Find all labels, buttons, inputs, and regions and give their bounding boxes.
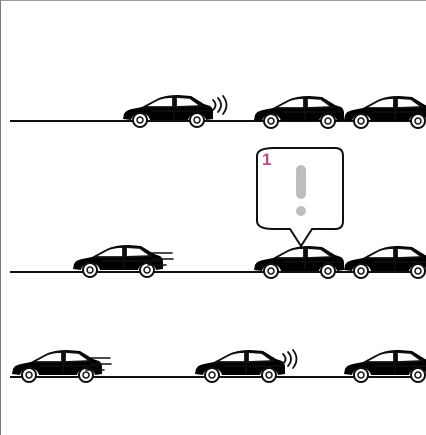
sound-waves-icon-bottom	[283, 350, 297, 368]
front-vehicle-top	[344, 96, 426, 128]
front-vehicle-middle	[344, 246, 426, 278]
panel-bottom	[10, 350, 426, 382]
callout-number: 1	[262, 150, 278, 170]
own-vehicle-top	[123, 95, 213, 127]
panel-top	[10, 95, 426, 128]
preceding-vehicle-middle	[254, 246, 344, 278]
exclamation-icon	[296, 165, 306, 199]
sound-waves-icon-top	[213, 96, 227, 114]
panel-middle	[10, 148, 426, 278]
preceding-vehicle-top	[254, 96, 344, 128]
